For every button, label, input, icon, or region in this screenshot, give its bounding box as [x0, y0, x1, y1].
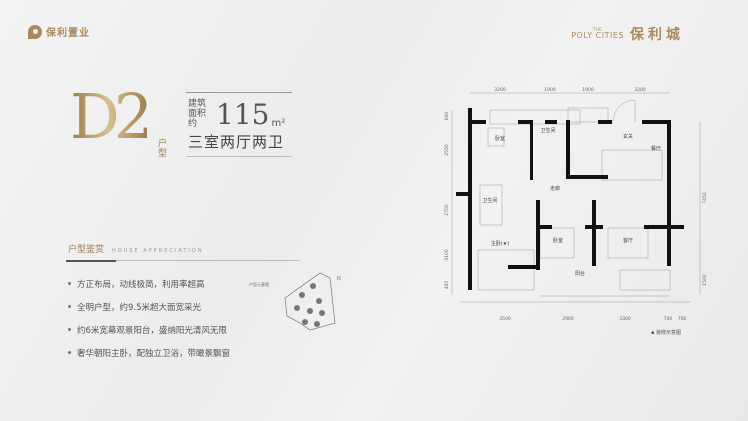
dim-right: 7450 — [702, 192, 708, 204]
brand-cn: 保利城 — [630, 27, 684, 43]
dim-bottom: 2900 — [562, 316, 574, 322]
room-label-corridor: 走廊 — [550, 185, 560, 192]
dim-top: 1900 — [582, 87, 594, 93]
dim-left: 400 — [444, 281, 450, 290]
dim-top: 3200 — [634, 87, 646, 93]
room-label-bedroom1: 卧室 — [495, 135, 505, 142]
dim-left: 600 — [444, 112, 450, 121]
dim-left: 2550 — [444, 144, 450, 156]
keyplan-label: 户型示意图 — [249, 282, 269, 287]
room-label-bath2: 卫生间 — [482, 197, 497, 204]
section-title-en: HOUSE APPRECIATION — [112, 248, 204, 254]
room-label-bedroom2: 卧室 — [553, 237, 563, 244]
feature-item: 全明户型，约9.5米超大面宽采光 — [68, 295, 230, 318]
poly-developer-logo: 保利置业 — [28, 24, 90, 39]
section-title-cn: 户型鉴赏 — [68, 245, 105, 255]
dim-top: 1900 — [544, 87, 556, 93]
svg-text:N: N — [337, 276, 341, 282]
dim-bottom: 700 — [678, 316, 687, 322]
area-label: 建筑面积约 — [188, 99, 207, 129]
area-box: 建筑面积约 115 m² 三室两厅两卫 — [186, 92, 292, 157]
section-underline — [66, 260, 116, 262]
room-label-balcony: 阳台 — [575, 270, 585, 277]
area-value: 115 — [216, 98, 270, 131]
dim-right: 1500 — [702, 274, 708, 286]
feature-item: 方正布局，动线极简，利用率超高 — [68, 272, 230, 295]
feature-item: 约6米宽幕观景阳台，盛纳阳光清风无限 — [68, 318, 230, 341]
room-label-bath1: 卫生间 — [540, 127, 555, 134]
dim-top: 3200 — [494, 87, 506, 93]
brand-en: POLY CITIES — [571, 31, 624, 40]
dim-bottom: 3300 — [619, 316, 631, 322]
poly-logo-icon — [28, 24, 42, 39]
room-label-master: 主卧(★) — [491, 240, 509, 247]
feature-item: 奢华朝阳主卧，配独立卫浴，带瞰景飘窗 — [68, 341, 230, 364]
room-label-dining: 餐厅 — [651, 145, 661, 152]
room-label-living: 客厅 — [623, 237, 633, 244]
dim-bottom: 3500 — [499, 316, 511, 322]
room-label-foyer: 玄关 — [623, 133, 633, 140]
dim-left: 2700 — [444, 204, 450, 216]
dim-bottom: 700 — [664, 316, 673, 322]
brand-en-small: THE — [592, 27, 603, 32]
section-header: 户型鉴赏 HOUSE APPRECIATION — [66, 237, 300, 262]
plan-note: ▪ 装修示意图 — [651, 330, 681, 336]
site-keyplan: N — [284, 272, 341, 331]
unit-type-letter: D2 — [70, 80, 153, 153]
area-unit: m² — [271, 118, 286, 129]
brand-left-text: 保利置业 — [46, 28, 90, 39]
dim-left: 3100 — [444, 249, 450, 261]
unit-type-suffix: 户型 — [156, 138, 166, 158]
room-layout: 三室两厅两卫 — [188, 133, 285, 151]
feature-list: 方正布局，动线极简，利用率超高 全明户型，约9.5米超大面宽采光 约6米宽幕观景… — [68, 272, 230, 364]
